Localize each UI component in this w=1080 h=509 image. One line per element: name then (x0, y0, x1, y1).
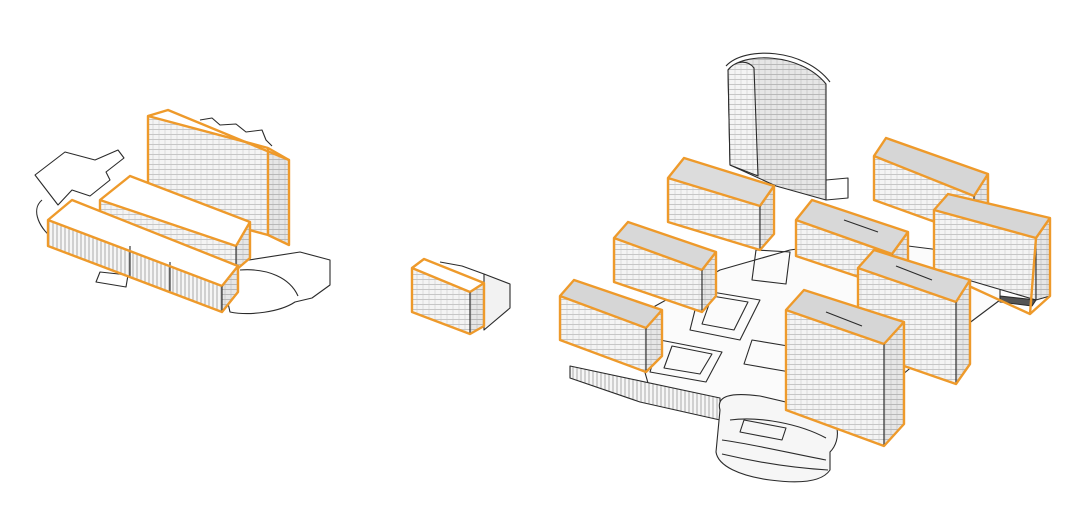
building-group-middle (410, 257, 511, 336)
building-middle-block (410, 257, 511, 336)
site-outline-left (34, 149, 125, 206)
building-group-right (558, 52, 1052, 483)
building-right-r8 (784, 288, 906, 448)
plaza-arc-left (224, 251, 331, 315)
tower-curved (725, 52, 849, 201)
building-right-r2 (612, 220, 718, 314)
building-right-r7 (856, 248, 972, 386)
building-right-r6 (932, 192, 1052, 316)
building-right-r1 (666, 156, 776, 252)
building-group-left (34, 108, 331, 315)
building-left-front (46, 198, 240, 314)
plaza-arc-inner (239, 269, 299, 297)
building-right-r3 (558, 278, 664, 374)
